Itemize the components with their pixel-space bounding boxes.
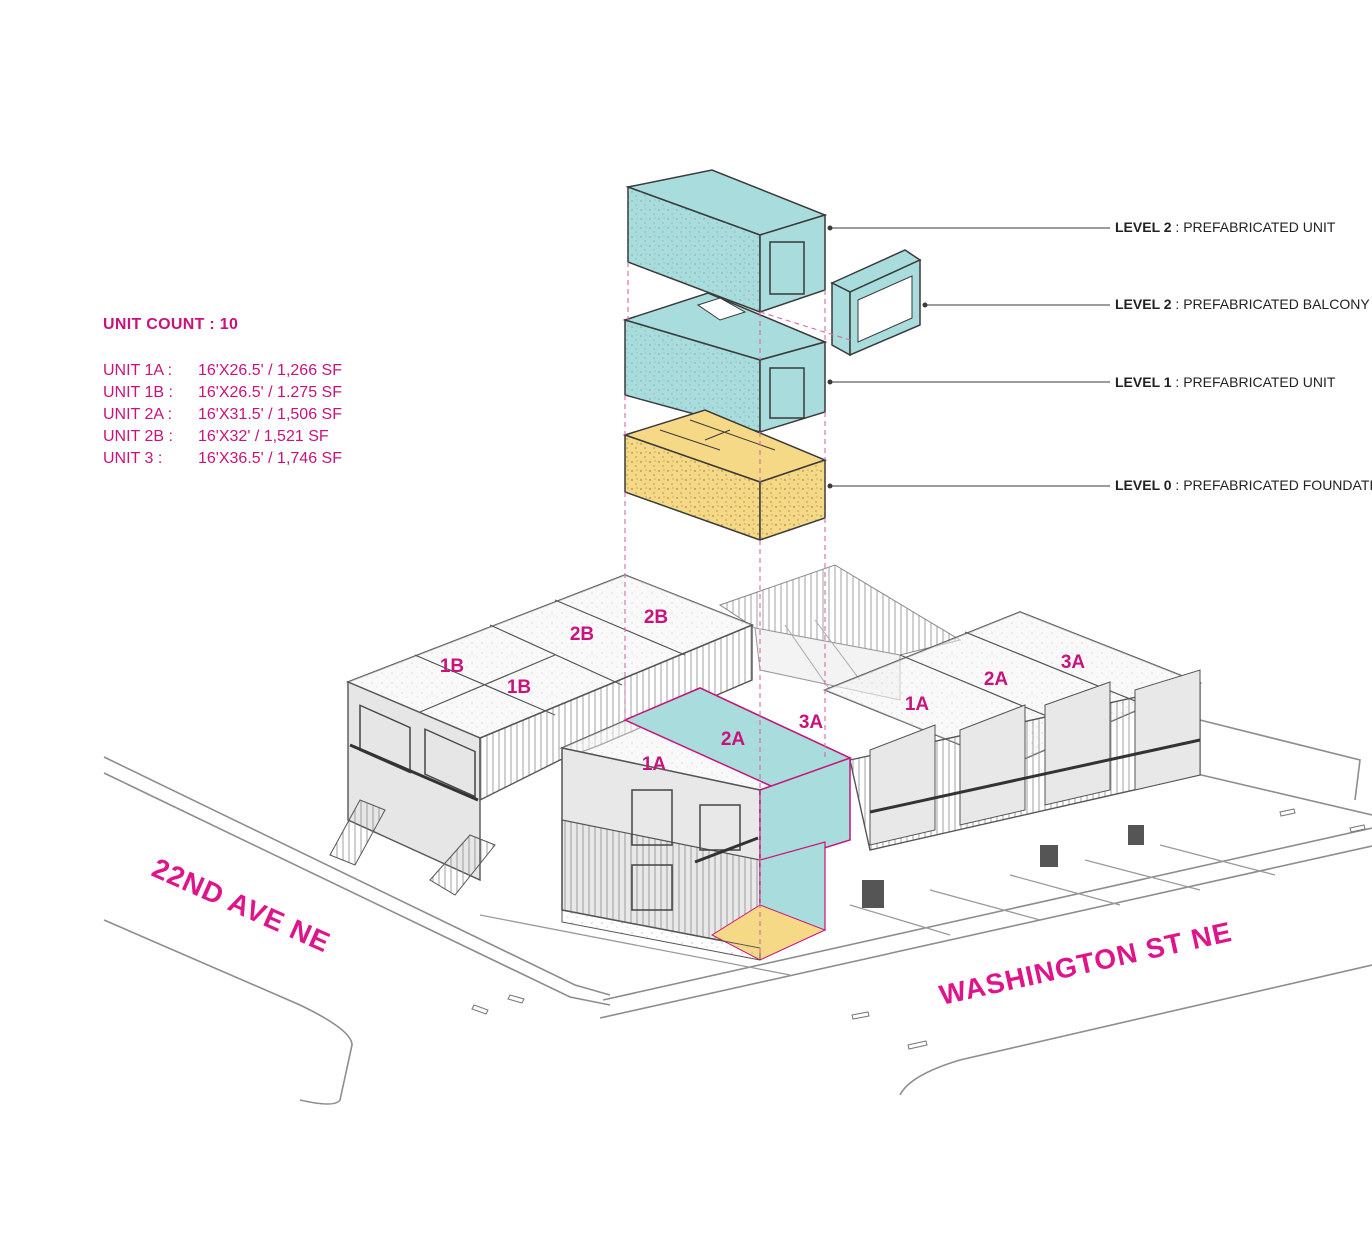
callout-text: : PREFABRICATED UNIT — [1171, 374, 1336, 390]
street-label-washington-st: WASHINGTON ST NE — [937, 916, 1235, 1011]
unit-name: UNIT 3 : — [103, 450, 163, 467]
projection-lines — [624, 262, 851, 955]
unit-spec: 16'X32' / 1,521 SF — [198, 428, 329, 445]
unit-count-label: UNIT COUNT : 10 — [103, 316, 239, 333]
callout-level2-balcony: LEVEL 2 : PREFABRICATED BALCONY — [1115, 296, 1370, 312]
roof-label-3a: 3A — [799, 712, 824, 733]
unit-row: UNIT 2B : 16'X32' / 1,521 SF — [103, 426, 342, 448]
roof-label-3a: 3A — [1061, 652, 1086, 673]
level2-unit-module — [625, 169, 828, 314]
unit-name: UNIT 1B : — [103, 384, 173, 401]
roof-label-2a: 2A — [984, 669, 1009, 690]
callout-level1-unit: LEVEL 1 : PREFABRICATED UNIT — [1115, 374, 1335, 390]
street-label-22nd-ave: 22ND AVE NE — [148, 852, 336, 958]
unit-row: UNIT 3 : 16'X36.5' / 1,746 SF — [103, 448, 342, 470]
callout-leaders — [827, 225, 1110, 489]
unit-spec: 16'X36.5' / 1,746 SF — [198, 450, 342, 467]
level0-foundation-module — [622, 409, 828, 542]
callout-level: LEVEL 2 — [1115, 219, 1172, 235]
callout-text: : PREFABRICATED UNIT — [1171, 219, 1336, 235]
right-building — [822, 611, 1203, 908]
callout-level0-foundation: LEVEL 0 : PREFABRICATED FOUNDATION — [1115, 477, 1372, 493]
exploded-modules — [622, 169, 922, 542]
middle-building — [559, 687, 853, 961]
roof-label-1a: 1A — [642, 754, 667, 775]
unit-name: UNIT 2B : — [103, 428, 173, 445]
callout-level2-unit: LEVEL 2 : PREFABRICATED UNIT — [1115, 219, 1335, 235]
roof-label-1b: 1B — [440, 656, 464, 677]
roof-labels: 1B 1B 2B 2B 1A 2A 3A 1A 2A 3A — [440, 607, 1086, 775]
level2-balcony-module — [830, 249, 922, 357]
callout-level: LEVEL 1 — [1115, 374, 1172, 390]
callout-text: : PREFABRICATED BALCONY — [1171, 296, 1370, 312]
unit-spec: 16'X26.5' / 1.275 SF — [198, 384, 342, 401]
roof-label-2b: 2B — [570, 624, 594, 645]
unit-spec: 16'X26.5' / 1,266 SF — [198, 362, 342, 379]
roof-label-1a: 1A — [905, 694, 930, 715]
roof-label-1b: 1B — [507, 677, 531, 698]
site-streets — [103, 719, 1372, 1105]
roof-label-2a: 2A — [721, 729, 746, 750]
unit-name: UNIT 2A : — [103, 406, 173, 423]
unit-name: UNIT 1A : — [103, 362, 173, 379]
unit-schedule: UNIT 1A : 16'X26.5' / 1,266 SF UNIT 1B : 1… — [103, 360, 342, 470]
unit-spec: 16'X31.5' / 1,506 SF — [198, 406, 342, 423]
unit-row: UNIT 1B : 16'X26.5' / 1.275 SF — [103, 382, 342, 404]
callout-level: LEVEL 2 — [1115, 296, 1172, 312]
road-arrows — [471, 808, 1366, 1050]
parking-stripes — [479, 844, 1276, 976]
callout-level: LEVEL 0 — [1115, 477, 1172, 493]
callout-text: : PREFABRICATED FOUNDATION — [1175, 477, 1372, 493]
level1-unit-module — [622, 292, 828, 434]
unit-row: UNIT 1A : 16'X26.5' / 1,266 SF — [103, 360, 342, 382]
unit-row: UNIT 2A : 16'X31.5' / 1,506 SF — [103, 404, 342, 426]
left-building — [329, 574, 755, 896]
roof-label-2b: 2B — [644, 607, 668, 628]
